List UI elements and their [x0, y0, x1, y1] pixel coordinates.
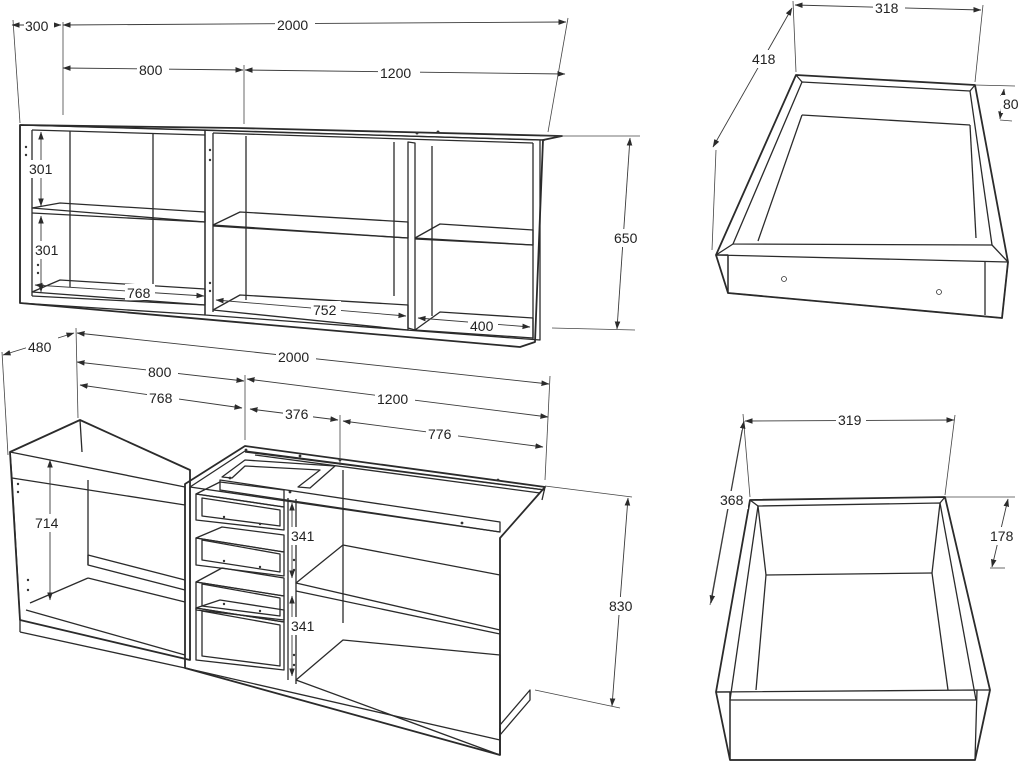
drawer-height-upper-label: 341 [291, 528, 315, 544]
wall-total-width-label: 2000 [277, 17, 308, 33]
wall-right-width-label: 1200 [380, 65, 411, 81]
deep-drawer-depth-label: 368 [720, 492, 744, 508]
base-right-width-label: 1200 [377, 391, 408, 407]
wall-shelf-upper-label: 301 [29, 161, 53, 177]
base-open-section-label: 776 [428, 426, 452, 442]
wall-cabinet-outline [19, 124, 563, 348]
base-inner-height-label: 714 [35, 515, 59, 531]
base-cabinet-dimensions: 480 2000 800 768 1200 376 776 714 341 34… [1, 327, 639, 709]
shallow-drawer-dimensions: 318 418 80 [711, 0, 1020, 251]
wall-left-inner-label: 768 [127, 285, 151, 301]
wall-middle-inner-label: 752 [313, 302, 337, 318]
deep-drawer-height-label: 178 [990, 528, 1014, 544]
wall-shelf-lower-label: 301 [35, 242, 59, 258]
base-total-width-label: 2000 [278, 349, 309, 365]
base-height-label: 830 [609, 598, 633, 614]
shallow-drawer-width-label: 318 [875, 0, 899, 16]
wall-height-label: 650 [614, 230, 638, 246]
shallow-drawer-depth-label: 418 [752, 51, 776, 67]
base-drawer-section-label: 376 [285, 406, 309, 422]
wall-cabinet-dimensions: 300 2000 800 1200 301 301 650 768 752 40… [11, 16, 642, 334]
base-cabinet [9, 419, 546, 756]
deep-drawer [715, 496, 991, 761]
base-left-inner-label: 768 [149, 390, 173, 406]
wall-cabinet [19, 124, 563, 348]
deep-drawer-width-label: 319 [838, 412, 862, 428]
wall-right-inner-label: 400 [470, 318, 494, 334]
wall-left-width-label: 800 [139, 62, 163, 78]
shallow-drawer-height-label: 80 [1003, 96, 1019, 112]
wall-depth-label: 300 [25, 18, 49, 34]
shallow-drawer [715, 74, 1009, 319]
base-left-width-label: 800 [148, 364, 172, 380]
base-depth-label: 480 [28, 339, 52, 355]
deep-drawer-dimensions: 319 368 178 [709, 411, 1018, 606]
drawer-height-lower-label: 341 [291, 618, 315, 634]
